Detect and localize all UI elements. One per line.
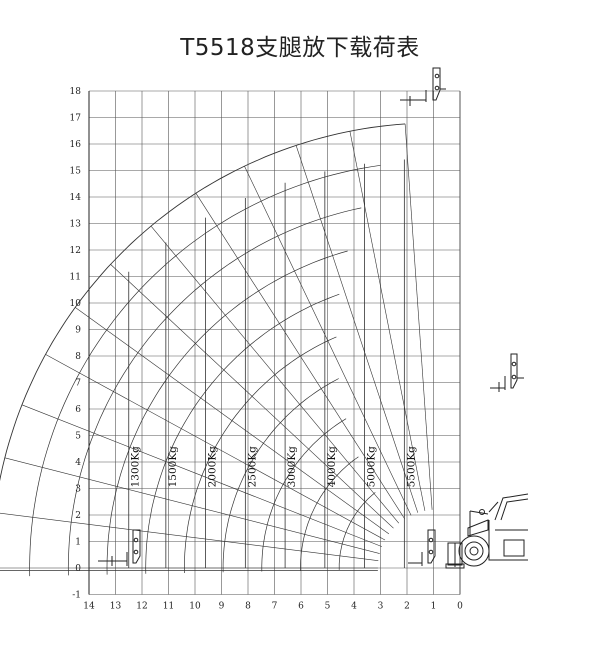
boom-angle-line [4,457,380,554]
y-tick-label: 1 [75,538,81,548]
capacity-labels: 1300Kg 1500Kg 2000Kg 2500Kg 3000Kg 4000Kg 5000… [130,446,418,488]
boom-length-arc [222,378,339,573]
y-tick-label: 15 [70,167,82,177]
capacity-label: 2000Kg [207,446,219,488]
y-tick-label: 6 [75,405,81,415]
y-tick-label: 8 [75,352,81,362]
capacity-label: 1500Kg [167,446,179,488]
boom-length-arc [300,456,359,571]
x-tick-label: 14 [83,602,95,612]
x-tick-label: 9 [219,602,225,612]
x-tick-label: 7 [272,602,278,612]
boom-angle-line [0,512,379,561]
y-tick-label: -1 [72,591,81,601]
y-tick-label: 17 [70,114,82,124]
outer-envelope [0,123,406,482]
y-tick-label: 12 [70,246,81,256]
y-tick-label: 3 [75,485,81,495]
boom-angle-line [150,225,400,524]
x-tick-label: 8 [245,602,251,612]
x-tick-label: 1 [431,602,437,612]
y-tick-label: 18 [70,87,82,97]
capacity-label: 5000Kg [366,446,378,488]
boom-angle-line [195,193,405,520]
y-tick-label: 0 [75,564,81,574]
x-tick-label: 12 [136,602,147,612]
capacity-label: 1300Kg [130,446,142,488]
boom-angle-line [45,354,386,541]
fork-icon [98,67,524,566]
page-title: T5518支腿放下载荷表 [180,35,420,61]
boom-angle-line [21,404,383,547]
capacity-curves [0,123,433,577]
boom-angle-line [295,145,419,513]
boom-length-arc [29,164,381,577]
x-tick-label: 11 [163,602,174,612]
boom-length-arc [261,418,347,572]
telehandler-icon [445,493,529,569]
capacity-label: 5500Kg [405,446,417,488]
y-tick-label: 9 [75,326,81,336]
x-tick-label: 3 [378,602,384,612]
y-tick-label: 2 [75,511,81,521]
boom-length-arc [67,207,362,576]
capacity-label: 2500Kg [246,446,258,488]
x-tick-label: 10 [189,602,201,612]
x-tick-label: 2 [404,602,410,612]
x-tick-label: 6 [298,602,304,612]
boom-angle-line [349,131,426,511]
y-tick-label: 5 [75,432,81,442]
boom-angle-line [110,264,394,529]
boom-angle-line [404,123,433,510]
boom-angle-line [244,166,412,516]
y-tick-label: 16 [70,140,82,150]
boom-length-arc [106,250,348,575]
capacity-label: 4000Kg [326,446,338,488]
x-tick-label: 13 [110,602,122,612]
boom-length-arc [184,336,337,574]
x-tick-label: 0 [457,602,463,612]
y-tick-label: 10 [70,299,82,309]
x-tick-label: 4 [351,602,357,612]
x-tick-label: 5 [325,602,331,612]
capacity-label: 3000Kg [286,446,298,488]
y-tick-label: 13 [70,220,82,230]
y-tick-label: 11 [70,273,81,283]
y-tick-label: 14 [70,193,82,203]
boom-angle-line [75,307,390,535]
y-tick-label: 7 [75,379,81,389]
y-tick-label: 4 [75,458,81,468]
